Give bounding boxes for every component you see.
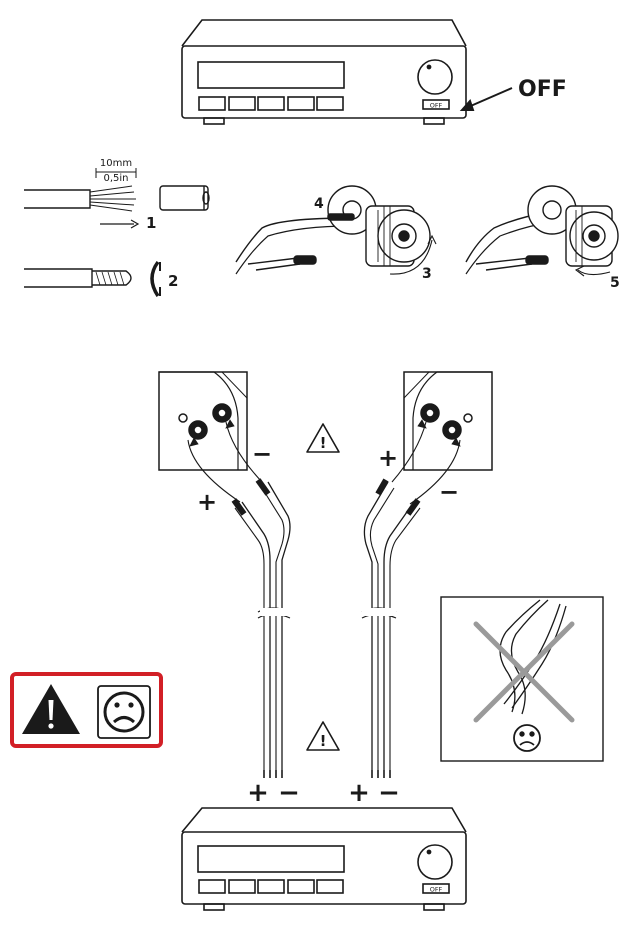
amp-right-plus: + (348, 778, 370, 808)
off-callout-label: OFF (518, 77, 567, 102)
amp-left-minus: − (278, 778, 300, 808)
bottom-off-button-label: OFF (430, 886, 443, 894)
warning-triangle-bottom: ! (306, 721, 340, 751)
strip-length-in: 0,5in (103, 173, 128, 184)
warning-triangle-icon (22, 684, 80, 734)
binding-post-step-3-4 (235, 185, 437, 275)
top-amplifier (181, 19, 467, 125)
step-5-label: 5 (610, 275, 620, 291)
binding-post-step-5 (465, 185, 619, 277)
warning-triangle-top: ! (306, 423, 340, 453)
top-off-button-label: OFF (430, 102, 443, 110)
left-speaker-minus: − (252, 440, 272, 468)
warning-mark-top: ! (320, 434, 327, 452)
step-1-label: 1 (146, 214, 156, 232)
sad-face-icon-box (513, 724, 541, 752)
step-4-label: 4 (314, 196, 324, 212)
strip-length-mm: 10mm (100, 158, 132, 169)
left-speaker-cable (231, 478, 292, 778)
step-2-label: 2 (168, 272, 178, 290)
caution-warning-box (10, 672, 163, 748)
step-3-label: 3 (422, 266, 432, 282)
short-circuit-warning-box (440, 596, 604, 762)
left-speaker-terminal-panel (158, 371, 263, 503)
bottom-amplifier (181, 807, 467, 911)
right-speaker-plus: + (378, 444, 398, 472)
amp-right-minus: − (378, 778, 400, 808)
sad-face-icon (97, 685, 151, 739)
right-speaker-terminal-panel (391, 371, 493, 505)
cable-stripping-illustration (24, 168, 210, 297)
amp-left-plus: + (247, 778, 269, 808)
off-arrow (459, 87, 513, 111)
right-speaker-cable (361, 478, 421, 778)
left-speaker-plus: + (197, 488, 217, 516)
warning-mark-bottom: ! (320, 732, 327, 750)
right-speaker-minus: − (439, 478, 459, 506)
